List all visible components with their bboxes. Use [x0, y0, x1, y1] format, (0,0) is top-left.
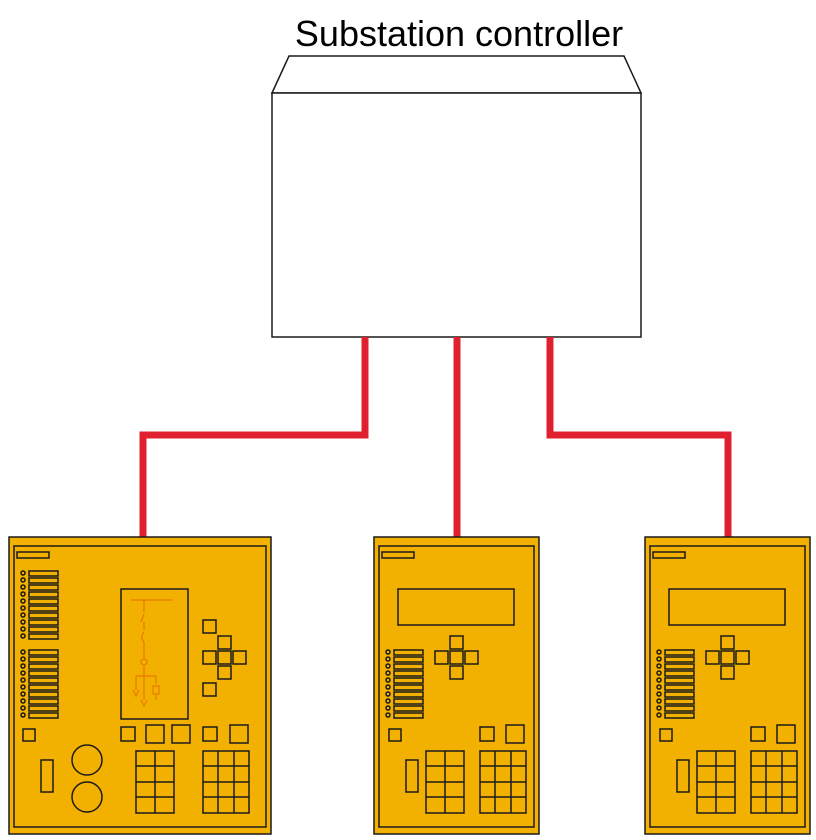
relay-right-function-buttons: [659, 724, 796, 744]
relay-middle-led-column: [385, 649, 424, 719]
link-to-relay-large: [139, 337, 369, 537]
relay-large-inner-frame: [13, 545, 267, 828]
relay-right: [644, 536, 811, 835]
relay-large-keypad-right: [202, 750, 250, 814]
controller-front-face: [271, 92, 642, 338]
relay-large-mimic-diagram: [131, 599, 172, 708]
relay-right-keypad-right: [750, 750, 798, 814]
relay-large-keypad-left: [135, 750, 175, 814]
relay-right-key-slot: [676, 759, 690, 793]
relay-middle-lcd-display: [397, 588, 515, 626]
relay-middle-keypad-left: [425, 750, 465, 814]
relay-middle-function-buttons: [388, 724, 525, 744]
relay-large-led-column-bottom: [20, 649, 59, 719]
relay-large: [8, 536, 272, 835]
relay-large-led-column-top: [20, 570, 59, 640]
controller-top-face: [270, 55, 643, 94]
relay-middle-label-slot: [381, 551, 415, 559]
substation-controller: [270, 55, 643, 338]
links: [139, 337, 732, 537]
relay-right-inner-frame: [649, 545, 806, 828]
link-to-relay-right: [546, 337, 732, 537]
relay-large-label-slot: [16, 551, 50, 559]
relay-middle: [373, 536, 540, 835]
relay-right-nav-keys: [705, 635, 750, 680]
relay-large-mimic-display: [120, 588, 189, 720]
relay-right-lcd-display: [668, 588, 786, 626]
relay-large-key-slot: [40, 759, 54, 793]
relay-middle-nav-keys: [434, 635, 479, 680]
relay-middle-inner-frame: [378, 545, 535, 828]
relay-large-nav-keys: [202, 619, 247, 697]
relay-large-knob-upper: [71, 744, 103, 776]
relay-large-function-buttons: [22, 724, 249, 744]
relay-large-knob-lower: [71, 781, 103, 813]
controller-title: Substation controller: [295, 13, 623, 54]
relay-right-label-slot: [652, 551, 686, 559]
relay-middle-key-slot: [405, 759, 419, 793]
relay-middle-keypad-right: [479, 750, 527, 814]
relay-right-keypad-left: [696, 750, 736, 814]
relay-right-led-column: [656, 649, 695, 719]
